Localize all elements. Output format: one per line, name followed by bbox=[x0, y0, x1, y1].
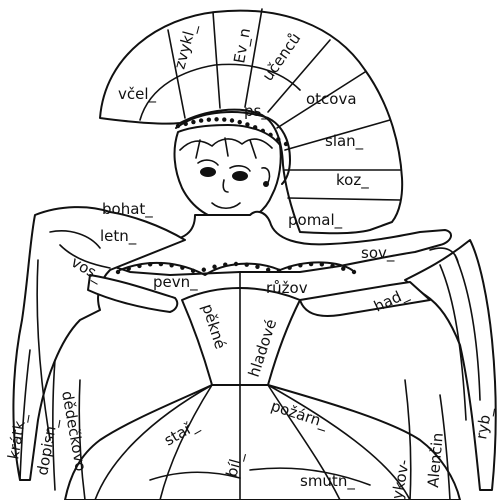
word-koz: koz_ bbox=[336, 171, 369, 190]
word-dedeckovo: dědečkovo bbox=[58, 390, 90, 473]
word-sov: sov_ bbox=[361, 244, 395, 263]
word-bohat: bohat_ bbox=[102, 200, 153, 219]
headband-bead bbox=[191, 119, 196, 125]
word-vcel: včel_ bbox=[118, 85, 157, 104]
word-pomal: pomal_ bbox=[288, 211, 343, 230]
headband-bead bbox=[229, 118, 235, 123]
collar-bead bbox=[330, 263, 335, 269]
collar-bead bbox=[147, 262, 153, 267]
collar-bead bbox=[212, 264, 217, 269]
collar-bead bbox=[351, 269, 357, 275]
collar-bead bbox=[201, 267, 207, 272]
collar-bead bbox=[223, 262, 228, 267]
headband bbox=[175, 111, 291, 185]
headband-bead bbox=[206, 117, 212, 122]
word-letn: letn_ bbox=[100, 227, 137, 246]
headdress-fan bbox=[99, 8, 404, 235]
headband-bead bbox=[237, 119, 242, 125]
headband-bead bbox=[222, 117, 227, 122]
cape-panels bbox=[19, 349, 451, 500]
collar-bead bbox=[319, 262, 325, 267]
collar-bead bbox=[308, 261, 314, 267]
left-arm-drape bbox=[12, 206, 186, 481]
word-slan: slan_ bbox=[325, 132, 364, 151]
collar-bead bbox=[190, 268, 196, 274]
headband-bead bbox=[214, 117, 219, 122]
body bbox=[57, 210, 452, 386]
word-alencin: Alenčin bbox=[424, 432, 447, 488]
collar-bead bbox=[341, 266, 346, 271]
collar-bead bbox=[158, 261, 164, 267]
headband-bead bbox=[183, 121, 188, 127]
headband-bead bbox=[283, 141, 289, 147]
word-ruzov: růžov bbox=[266, 279, 308, 297]
collar-bead bbox=[287, 265, 292, 270]
collar-bead bbox=[233, 261, 239, 267]
collar-bead bbox=[265, 267, 271, 272]
collar-bead bbox=[137, 263, 142, 269]
collar-bead bbox=[276, 268, 282, 274]
collar-bead bbox=[115, 269, 121, 275]
word-otcova: otcova bbox=[306, 90, 357, 108]
head bbox=[173, 124, 282, 223]
headband-bead bbox=[175, 123, 181, 129]
collar-bead bbox=[180, 265, 185, 270]
headband-bead bbox=[245, 122, 250, 127]
collar-bead bbox=[244, 262, 249, 267]
left-eye bbox=[200, 167, 216, 177]
collar-bead bbox=[255, 264, 260, 269]
collar-bead bbox=[169, 263, 174, 268]
right-arm-drape bbox=[299, 239, 497, 491]
collar-bead bbox=[126, 266, 131, 271]
headband-bead bbox=[198, 118, 204, 123]
word-smutn: smutn_ bbox=[300, 472, 355, 491]
word-pevn: pevn_ bbox=[153, 273, 198, 292]
right-eye bbox=[232, 171, 248, 181]
word-ps: ps_ bbox=[244, 102, 269, 121]
collar-bead bbox=[298, 263, 303, 268]
